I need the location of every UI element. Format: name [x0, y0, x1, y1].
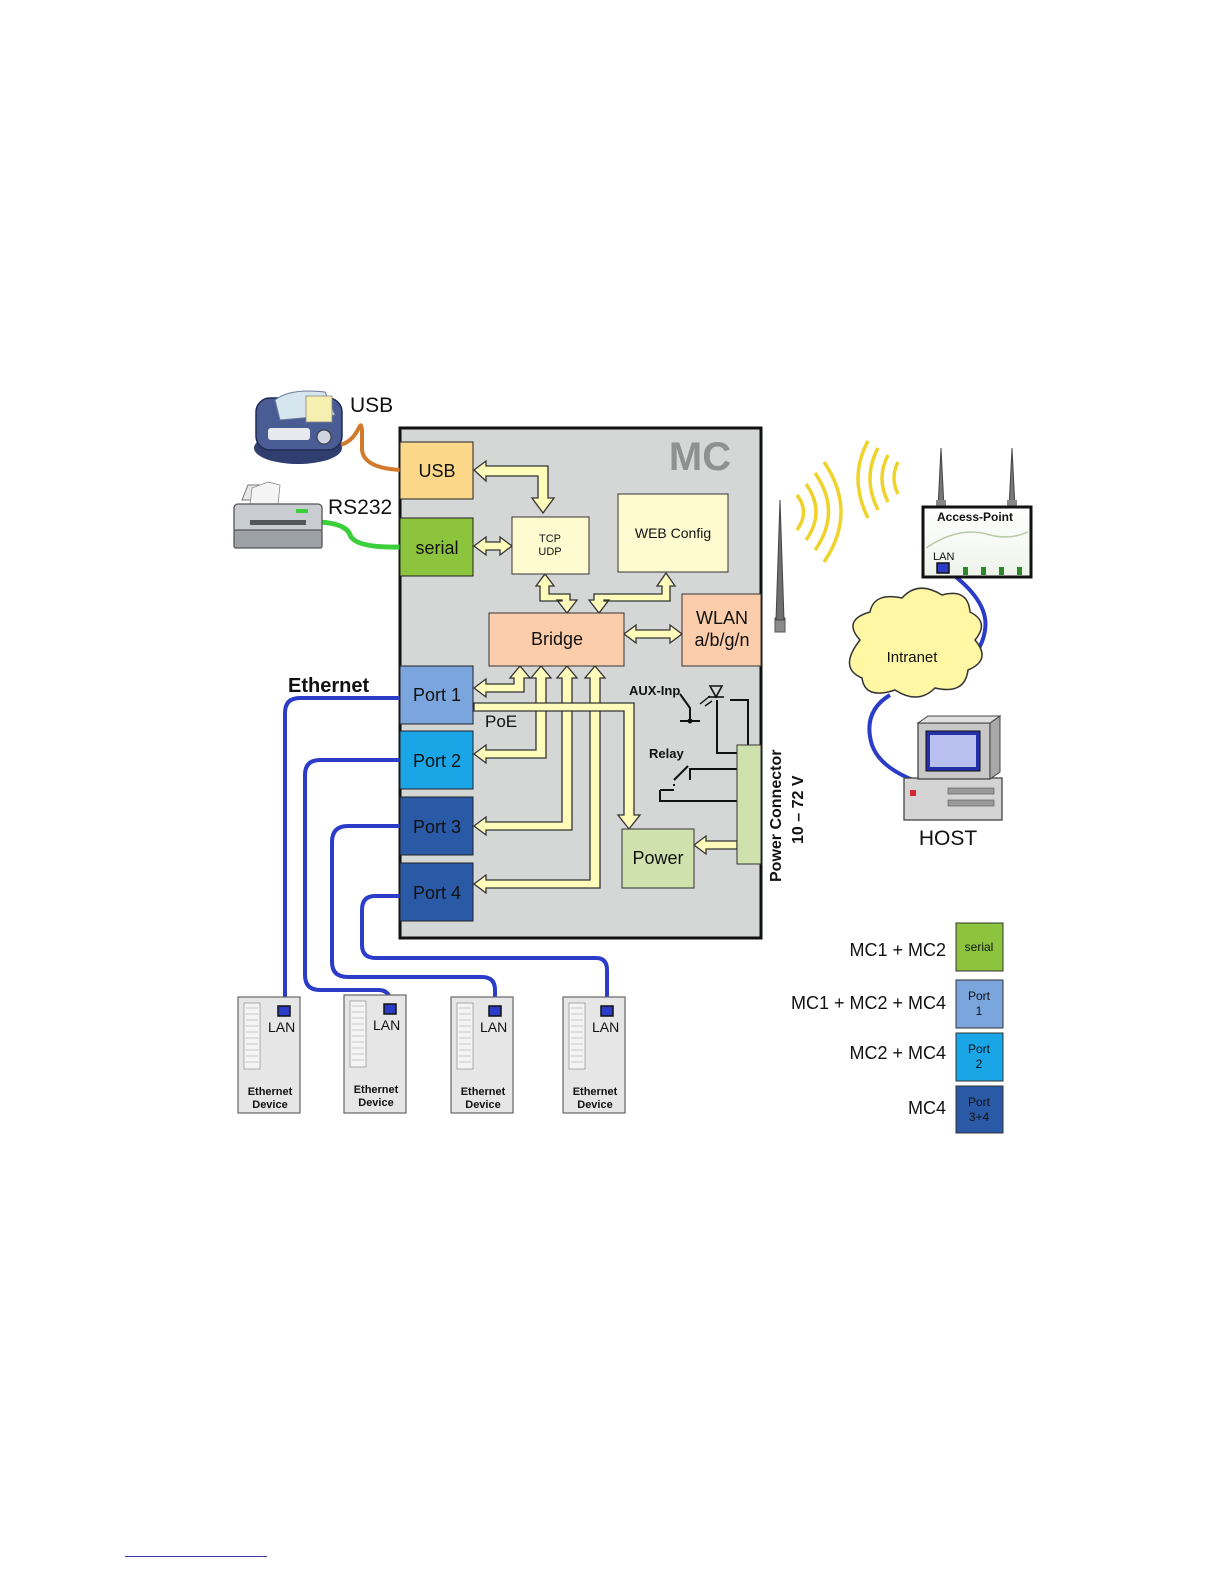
device-1-lan: LAN: [268, 1019, 295, 1035]
access-point-lan-label: LAN: [933, 551, 954, 563]
legend-box-port2: [955, 1032, 1004, 1082]
intranet-host-cable: [867, 693, 919, 784]
power-connector-block: [736, 744, 762, 865]
mc-antenna-icon: [774, 499, 786, 633]
relay-switch: [673, 765, 689, 781]
tcp-udp-box: [511, 516, 590, 575]
legend-box-port1: [955, 979, 1004, 1029]
device-4-label-line2: Device: [577, 1099, 612, 1111]
device-3-label-line2: Device: [465, 1099, 500, 1111]
mc-wifi-waves-icon: [795, 461, 843, 563]
internal-arrows: [472, 459, 738, 895]
arrow-web-bridge: [587, 571, 677, 615]
arrow-tcp-bridge: [534, 572, 579, 615]
port2-label: Port 2: [413, 751, 461, 771]
power-connector-voltage: 10 – 72 V: [790, 775, 807, 844]
legend-box-1-text: serial: [965, 940, 994, 954]
legend-label-2: MC1 + MC2 + MC4: [791, 993, 946, 1013]
device-4-label-line1: Ethernet: [573, 1086, 618, 1098]
web-config-box: [617, 493, 729, 573]
serial-box-label: serial: [415, 538, 458, 558]
port2-box: [399, 730, 474, 790]
power-connector-label: Power Connector: [768, 750, 785, 882]
legend-box-3-line1: Port: [968, 1042, 991, 1056]
legend-box-2-line1: Port: [968, 989, 991, 1003]
optocoupler-icon: [687, 685, 724, 724]
access-point-icon: [921, 447, 1033, 579]
port3-box: [399, 796, 474, 856]
device-1-label-line2: Device: [252, 1099, 287, 1111]
device-2-label-line1: Ethernet: [354, 1084, 399, 1096]
aux-inp-label: AUX-Inp: [629, 683, 680, 698]
relay-wire-upper: [689, 768, 737, 780]
udp-label: UDP: [538, 546, 561, 558]
ethernet-cable-1: [283, 696, 400, 1010]
ethernet-label: Ethernet: [288, 675, 369, 697]
usb-cable-label: USB: [350, 394, 393, 417]
power-box: [621, 828, 695, 889]
legend-box-port34: [955, 1085, 1004, 1134]
ethernet-cable-2: [303, 758, 400, 1010]
legend-box-4-line2: 3+4: [969, 1110, 990, 1124]
usb-cable: [339, 423, 401, 472]
power-label: Power: [632, 848, 683, 868]
aux-wire: [716, 699, 749, 754]
ethernet-device-3: [450, 996, 514, 1114]
rs232-cable-label: RS232: [328, 496, 392, 519]
usb-box: [399, 441, 474, 500]
mc-title: MC: [669, 435, 731, 479]
wlan-label-2: a/b/g/n: [694, 630, 749, 650]
device-3-lan: LAN: [480, 1019, 507, 1035]
port4-label: Port 4: [413, 883, 461, 903]
legend-label-1: MC1 + MC2: [849, 940, 946, 960]
ethernet-cable-3: [330, 824, 497, 1010]
web-config-label: WEB Config: [635, 525, 711, 541]
device-4-lan: LAN: [592, 1019, 619, 1035]
arrow-poe-power: [473, 702, 642, 831]
ethernet-device-4: [562, 996, 626, 1114]
ethernet-device-1: [237, 996, 301, 1114]
legend-box-3-line2: 2: [976, 1057, 983, 1071]
rs232-cable: [299, 519, 401, 550]
device-3-label-line1: Ethernet: [461, 1086, 506, 1098]
device-2-lan: LAN: [373, 1017, 400, 1033]
bridge-label: Bridge: [531, 629, 583, 649]
host-label: HOST: [919, 827, 978, 850]
access-point-label: Access-Point: [937, 510, 1013, 524]
port3-label: Port 3: [413, 817, 461, 837]
serial-box: [399, 517, 474, 577]
bridge-box: [488, 612, 625, 667]
legend: MC1 + MC2 serial MC1 + MC2 + MC4 Port 1 …: [791, 922, 1004, 1134]
port4-box: [399, 862, 474, 922]
legend-label-3: MC2 + MC4: [849, 1043, 946, 1063]
device-1-label-line1: Ethernet: [248, 1086, 293, 1098]
device-2-label-line2: Device: [358, 1097, 393, 1109]
port1-label: Port 1: [413, 685, 461, 705]
ap-wifi-waves-icon: [856, 440, 900, 519]
wlan-label-1: WLAN: [696, 608, 748, 628]
serial-printer-icon: [233, 481, 323, 549]
tcp-label: TCP: [539, 533, 561, 545]
usb-box-label: USB: [418, 461, 455, 481]
relay-wire-lower: [659, 784, 737, 802]
poe-label: PoE: [485, 712, 517, 731]
intranet-cloud-icon: [848, 587, 983, 698]
legend-label-4: MC4: [908, 1098, 946, 1118]
legend-box-2-line2: 1: [976, 1004, 983, 1018]
footnote-separator: [125, 1556, 267, 1557]
relay-label: Relay: [649, 746, 684, 761]
ethernet-device-2: [343, 994, 407, 1114]
port1-box: [399, 665, 474, 725]
host-computer-icon: [903, 715, 1003, 821]
arrow-usb-tcp: [472, 459, 556, 515]
ethernet-cable-4: [360, 894, 609, 1010]
legend-box-serial: [955, 922, 1004, 972]
label-printer-icon: [254, 390, 343, 464]
legend-box-4-line1: Port: [968, 1095, 991, 1109]
intranet-label: Intranet: [887, 649, 939, 666]
wlan-box: [681, 593, 762, 667]
